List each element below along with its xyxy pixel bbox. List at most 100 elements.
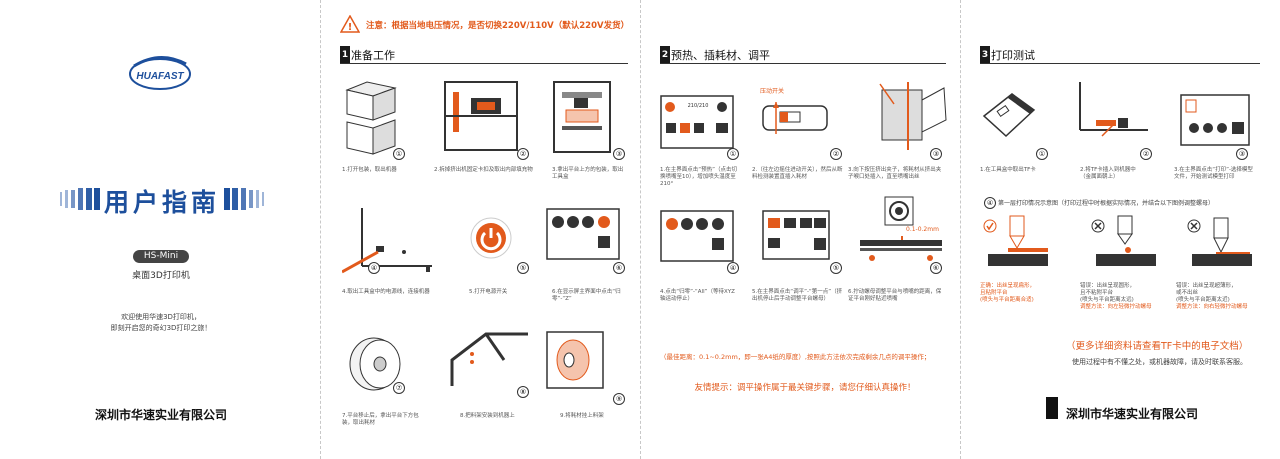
divider — [980, 63, 1260, 64]
power-button-icon[interactable] — [469, 216, 513, 264]
step-number: ③ — [1236, 148, 1248, 160]
step-caption: 4.取出工具盒中的电源线，连接机器 — [342, 289, 430, 295]
step-number: ⑤ — [830, 262, 842, 274]
step-number: ④ — [727, 262, 739, 274]
more-info-note: （更多详细资料请查看TF卡中的电子文档） — [1066, 341, 1249, 352]
step-number: ⑥ — [930, 262, 942, 274]
example-caption: 错误：出丝呈现圆形， 且不粘附平台 (喷头与平台距离太远) 调整方法：向左轻微拧… — [1080, 283, 1152, 310]
tf-card-illustration — [978, 86, 1038, 150]
fold-line — [640, 0, 641, 459]
section-number: 3 — [980, 46, 990, 64]
section-number: 2 — [660, 46, 670, 64]
step4-title: 第一层打印情况示意图（打印过程中时根据实际情况，并结合以下图例调整螺母） — [998, 200, 1215, 207]
step-number: ② — [517, 148, 529, 160]
home-screen-illustration — [546, 208, 620, 264]
cover-title: 用户指南 — [104, 188, 221, 217]
step-number-4: ④ — [984, 197, 996, 209]
step-caption: 1.打开包装，取出机器 — [342, 167, 397, 173]
best-distance-note: （最佳距离：0.1~0.2mm，即一张A4纸的厚度）,按照此方法依次完成剩余几点… — [660, 353, 931, 361]
company-name: 深圳市华速实业有限公司 — [94, 408, 227, 422]
step-number: ⑨ — [613, 393, 625, 405]
welcome-line-1: 欢迎使用华速3D打印机， — [121, 313, 201, 321]
machine-box-illustration — [343, 80, 399, 160]
example-caption: 错误：出丝呈现超薄形， 或不出丝 (喷头与平台距离太近) 调整方法：向右轻微拧动… — [1176, 283, 1248, 310]
fold-line — [960, 0, 961, 459]
section-number: 1 — [340, 46, 350, 64]
brand-logo: HUAFAST — [128, 52, 192, 96]
step-number: ③ — [613, 148, 625, 160]
step-caption: 2.（往左边摇住进动开关），然后从断料检测装置直插入耗材 — [752, 167, 843, 180]
step-number: ⑦ — [393, 382, 405, 394]
too-close-example-illustration — [1184, 214, 1252, 274]
step-caption: 3.向下按压挤出夹子，将耗材从挤出夹子喉口处插入，直至喷嘴出丝 — [848, 167, 942, 180]
svg-text:!: ! — [348, 22, 353, 33]
section-1-header: 1 准备工作 — [340, 46, 395, 64]
section-3-header: 3 打印测试 — [980, 46, 1035, 64]
decor-stripes-right — [224, 188, 264, 210]
warning-text: 注意：根据当地电压情况，是否切换220V/110V（默认220V发货） — [366, 21, 630, 31]
step-number: ① — [1036, 148, 1048, 160]
friendly-tip: 友情提示：调平操作属于最关键步骤，请您仔细认真操作！ — [694, 383, 916, 393]
step-caption: 5.在主界面点击“调平”-“第一点”（挤出机停止后手动调整平台螺母） — [752, 289, 843, 302]
welcome-line-2: 即刻开启您的奇幻3D打印之旅！ — [110, 324, 212, 332]
preheat-screen-illustration: 210/210 — [660, 95, 734, 153]
model-badge: HS-Mini — [133, 250, 189, 263]
switch-label: 压动开关 — [760, 88, 785, 95]
step-caption: 2.拆掉挤出机固定卡扣及取出内部填充物 — [434, 167, 533, 173]
nozzle-gap-illustration — [884, 196, 914, 230]
tf-slot-illustration — [1072, 80, 1152, 150]
step-caption: 7.平台移止后，拿出平台下方包装，取出耗材 — [342, 413, 419, 426]
step-number: ③ — [930, 148, 942, 160]
section-title: 预热、插耗材、调平 — [671, 49, 770, 62]
power-cable-illustration — [341, 206, 438, 278]
step-caption: 6.拧动螺母调整平台与喷嘴的距离，保证平台刚好贴近喷嘴 — [848, 289, 942, 302]
fold-line — [320, 0, 321, 459]
printer-illustration — [552, 80, 612, 160]
step-caption: 5.打开电源开关 — [469, 289, 508, 295]
spool-holder-illustration — [446, 330, 536, 394]
divider — [660, 63, 946, 64]
section-2-header: 2 预热、插耗材、调平 — [660, 46, 770, 64]
logo-text: HUAFAST — [136, 71, 184, 82]
step-number: ④ — [368, 262, 380, 274]
step-number: ① — [393, 148, 405, 160]
step-number: ⑥ — [613, 262, 625, 274]
step-caption: 3.拿出平台上方的包装，取出工具盒 — [552, 167, 624, 180]
spool-mounted-illustration — [543, 328, 605, 396]
divider — [340, 63, 628, 64]
extruder-insert-illustration — [874, 80, 948, 158]
filament-spool-illustration — [346, 336, 408, 396]
step-number: ⑤ — [517, 262, 529, 274]
company-bar — [1046, 397, 1058, 419]
home-all-screen-illustration — [660, 210, 734, 266]
print-screen-illustration — [1180, 94, 1250, 150]
step-caption: 4.点击“归零”-“All”（等待XYZ轴运动停止） — [660, 289, 735, 302]
step-caption: 2.将TF卡插入到机器中（金属面朝上） — [1080, 167, 1136, 180]
section-title: 准备工作 — [351, 49, 395, 62]
section-title: 打印测试 — [991, 49, 1035, 62]
step-number: ② — [830, 148, 842, 160]
step-caption: 1.在主界面点击“预热”（点击切换喷嘴至10），增加喷头温度至210° — [660, 167, 737, 187]
filament-switch-illustration — [762, 98, 828, 138]
step-caption: 3.在主界面点击“打印”-选择模型文件，开始测试模型打印 — [1174, 167, 1253, 180]
step-number: ① — [727, 148, 739, 160]
contact-note: 使用过程中有不懂之处，或机器故障，请及时联系客服。 — [1072, 358, 1247, 366]
bed-leveling-illustration — [858, 236, 944, 268]
too-far-example-illustration — [1088, 214, 1156, 274]
decor-stripes-left — [60, 188, 100, 210]
step-caption: 8.把料架安装到机器上 — [460, 413, 515, 419]
step-caption: 1.在工具盒中取出TF卡 — [980, 167, 1036, 173]
example-caption: 正确：出丝呈现扁形， 且粘附平台 (喷头与平台距离合适) — [980, 283, 1036, 303]
extruder-illustration — [443, 80, 519, 156]
company-name-back: 深圳市华速实业有限公司 — [1066, 407, 1199, 421]
step-number: ⑧ — [517, 386, 529, 398]
step-caption: 6.在显示屏主界面中点击“归零”-“Z” — [552, 289, 621, 302]
correct-example-illustration — [980, 214, 1048, 274]
step-number: ② — [1140, 148, 1152, 160]
distance-label: 0.1-0.2mm — [906, 226, 939, 233]
warning-icon: ! — [339, 14, 361, 33]
svg-text:210/210: 210/210 — [688, 103, 709, 109]
cover-subtitle: 桌面3D打印机 — [132, 271, 190, 281]
level-screen-illustration — [762, 210, 830, 264]
step-caption: 9.将耗材挂上料架 — [560, 413, 604, 419]
